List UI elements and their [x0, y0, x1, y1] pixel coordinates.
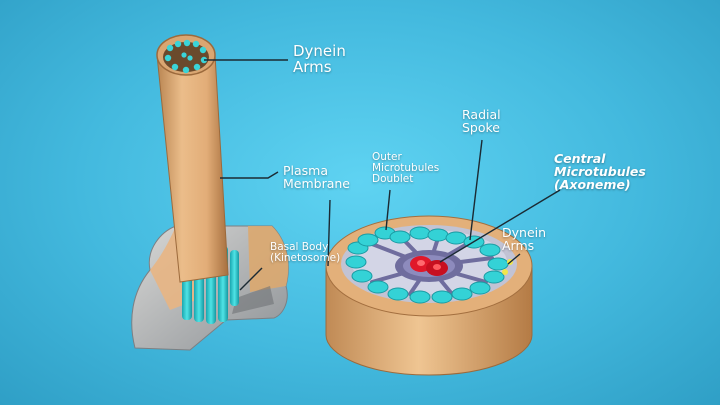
- flagellum-cross-section: [164, 39, 208, 74]
- label-central-microtubules: Central Microtubules (Axoneme): [554, 151, 646, 193]
- label-basal-body: Basal Body (Kinetosome): [270, 241, 341, 265]
- label-line: Membrane: [283, 176, 350, 192]
- label-line: (Axoneme): [554, 177, 631, 193]
- label-line: Arms: [502, 238, 535, 254]
- label-dynein-arms-right: Dynein Arms: [502, 226, 546, 252]
- label-line: Plasma: [283, 163, 329, 178]
- label-line: Dynein: [502, 225, 547, 240]
- label-line: Microtubules: [554, 164, 646, 180]
- central-microtubule-pair: [410, 256, 448, 276]
- label-dynein-arms-top: Dynein Arms: [293, 42, 346, 76]
- label-line: Basal Body: [270, 241, 329, 253]
- label-plasma-membrane: Plasma Membrane: [283, 164, 350, 190]
- label-line: Central: [554, 151, 606, 166]
- label-line: Doublet: [372, 173, 414, 186]
- label-line: Spoke: [462, 120, 501, 136]
- leader-lines: [204, 59, 561, 291]
- outer-doublets: [345, 226, 509, 304]
- label-line: (Kinetosome): [270, 252, 341, 265]
- label-line: Radial: [462, 107, 501, 122]
- label-line: Dynein: [293, 42, 346, 60]
- label-line: Arms: [293, 57, 332, 76]
- label-outer-microtubules-doublet: Outer Microtubules Doublet: [372, 151, 440, 186]
- label-line: Outer: [372, 151, 402, 163]
- label-radial-spoke: Radial Spoke: [462, 108, 501, 134]
- label-line: Microtubules: [372, 162, 440, 175]
